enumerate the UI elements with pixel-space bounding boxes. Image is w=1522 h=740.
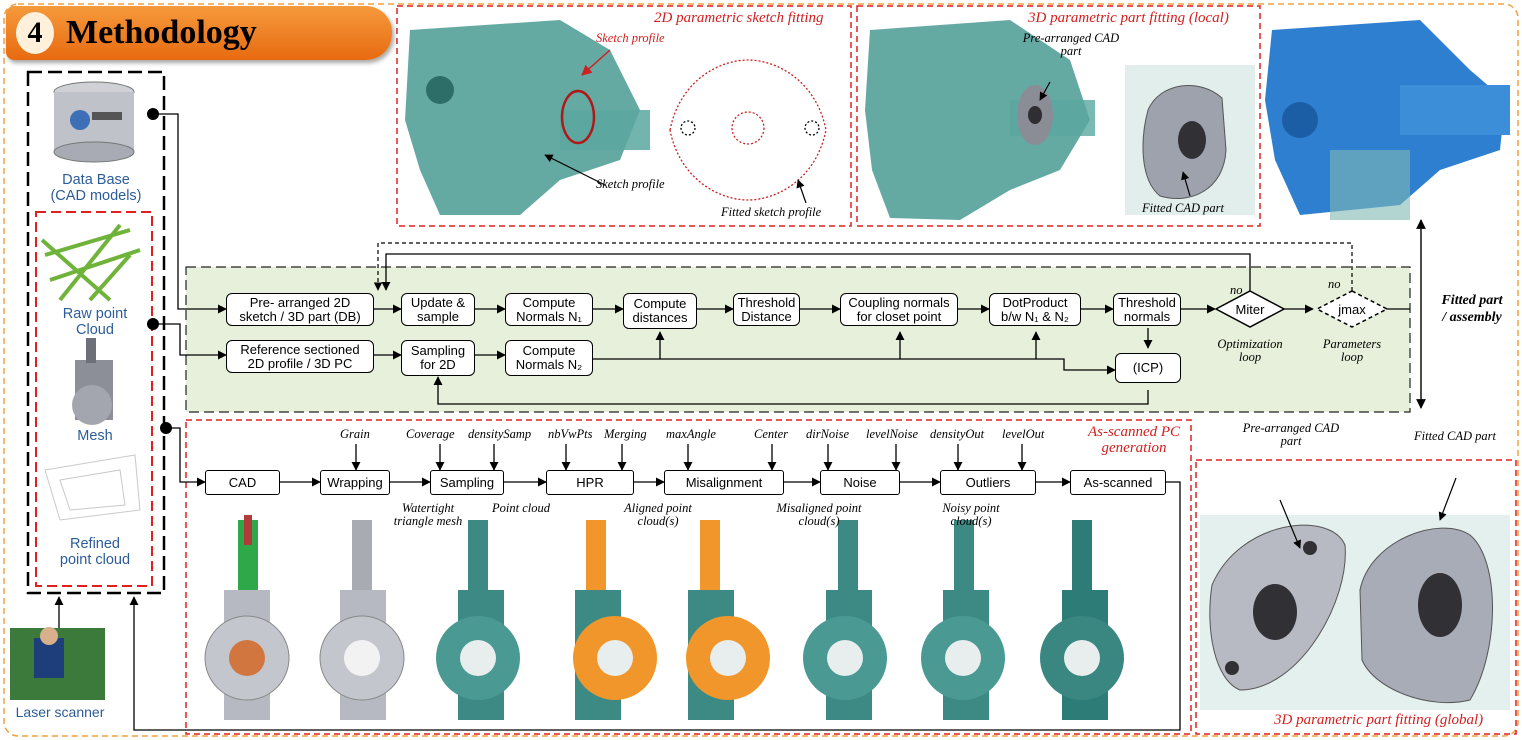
valve-noisy-render — [921, 520, 1005, 720]
refined-cloud-icon — [45, 455, 140, 520]
prearranged-box: Pre- arranged 2D sketch / 3D part (DB) — [226, 293, 374, 326]
threshold-distance-box: Threshold Distance — [733, 293, 800, 326]
output-pointcloud: Point cloud — [492, 502, 550, 515]
param-densitysamp: densitySamp — [468, 428, 531, 441]
step-sampling: Sampling — [430, 470, 504, 495]
valve-aligned-render-1 — [573, 520, 657, 720]
output-aligned: Aligned point cloud(s) — [608, 502, 708, 528]
valve-aligned-render-2 — [686, 520, 770, 720]
valve-cad-render — [205, 515, 289, 720]
sketch-profile-top-label: Sketch profile — [596, 32, 665, 45]
param-coverage: Coverage — [406, 428, 455, 441]
step-as-scanned: As-scanned — [1070, 470, 1166, 495]
param-levelout: levelOut — [1002, 428, 1044, 441]
valve-misaligned-render — [803, 520, 887, 720]
step-wrapping: Wrapping — [320, 470, 390, 495]
global-fitted-label: Fitted CAD part — [1414, 430, 1496, 443]
param-grain: Grain — [340, 428, 370, 441]
output-misaligned: Misaligned point cloud(s) — [764, 502, 874, 528]
fitted-cad-part-local — [1125, 65, 1255, 215]
parameters-loop-label: Parameters loop — [1302, 338, 1402, 364]
param-merging: Merging — [604, 428, 647, 441]
local-panel-title: 3D parametric part fitting (local) — [1028, 10, 1229, 27]
param-levelnoise: levelNoise — [866, 428, 918, 441]
icp-box: (ICP) — [1115, 353, 1181, 383]
valve-mesh-render — [320, 520, 404, 720]
raw-cloud-label: Raw point Cloud — [40, 306, 150, 338]
asscanned-panel-title: As-scanned PC generation — [1084, 424, 1184, 456]
param-dirnoise: dirNoise — [806, 428, 849, 441]
global-prearranged-image — [1200, 515, 1350, 710]
update-sample-box: Update & sample — [401, 293, 475, 326]
section-number: 4 — [16, 12, 54, 54]
sketch-panel-title: 2D parametric sketch fitting — [654, 10, 824, 27]
raw-cloud-icon — [42, 225, 140, 300]
step-hpr: HPR — [546, 470, 634, 495]
output-watertight: Watertight triangle mesh — [378, 502, 478, 528]
step-cad: CAD — [205, 470, 280, 495]
fitted-sketch-outline — [670, 60, 826, 200]
section-title: Methodology — [66, 13, 257, 53]
sampling-2d-box: Sampling for 2D — [401, 340, 475, 376]
no-label-2: no — [1328, 278, 1341, 291]
fitted-sketch-label: Fitted sketch profile — [721, 206, 821, 219]
param-densityout: densityOut — [930, 428, 984, 441]
mesh-label: Mesh — [40, 428, 150, 444]
jmax-label: jmax — [1324, 302, 1380, 317]
scanner-photo — [10, 627, 105, 700]
local-fitted-label: Fitted CAD part — [1142, 202, 1224, 215]
database-icon — [54, 82, 134, 162]
database-label: Data Base (CAD models) — [38, 172, 154, 204]
scanner-label: Laser scanner — [0, 704, 120, 720]
sketch-profile-label: Sketch profile — [596, 178, 665, 191]
valve-pointcloud-render — [436, 520, 520, 720]
step-outliers: Outliers — [940, 470, 1036, 495]
param-maxangle: maxAngle — [666, 428, 716, 441]
optimization-loop-label: Optimization loop — [1204, 338, 1296, 364]
normals-n1-box: Compute Normals N₁ — [505, 293, 593, 326]
global-panel-title: 3D parametric part fitting (global) — [1274, 712, 1483, 729]
local-prearranged-label: Pre-arranged CAD part — [1016, 32, 1126, 58]
mesh-icon — [72, 338, 113, 425]
param-nbvwpts: nbVwPts — [548, 428, 592, 441]
global-prearranged-label: Pre-arranged CAD part — [1226, 422, 1356, 448]
coupling-box: Coupling normals for closet point — [840, 293, 958, 326]
param-center: Center — [754, 428, 788, 441]
no-label-1: no — [1230, 284, 1243, 297]
miter-label: Miter — [1222, 302, 1278, 317]
fitted-part-label: Fitted part / assembly — [1426, 292, 1518, 326]
step-misalignment: Misalignment — [664, 470, 784, 495]
global-fitted-image — [1350, 515, 1510, 710]
distances-box: Compute distances — [623, 293, 697, 329]
fitted-assembly-image — [1265, 20, 1510, 220]
threshold-normals-box: Threshold normals — [1113, 293, 1181, 326]
normals-n2-box: Compute Normals N₂ — [505, 340, 593, 376]
refined-cloud-label: Refined point cloud — [40, 536, 150, 568]
reference-box: Reference sectioned 2D profile / 3D PC — [226, 340, 374, 373]
valve-asscanned-render — [1040, 520, 1124, 720]
step-noise: Noise — [820, 470, 900, 495]
output-noisy: Noisy point cloud(s) — [926, 502, 1016, 528]
dotproduct-box: DotProduct b/w N₁ & N₂ — [989, 293, 1081, 326]
section-header: 4 Methodology — [6, 6, 392, 60]
